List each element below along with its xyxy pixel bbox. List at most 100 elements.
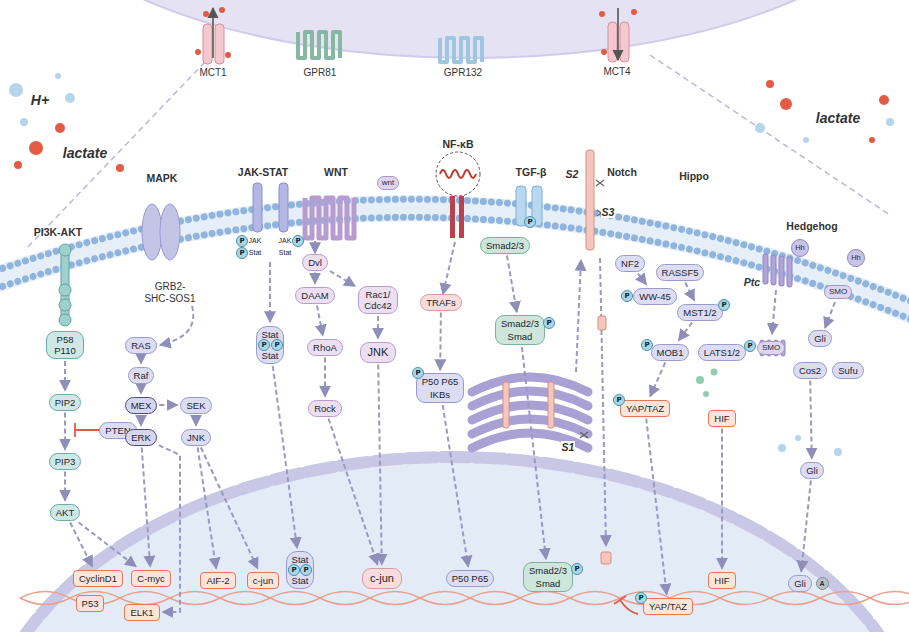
receptor-tag: wnt xyxy=(377,176,399,190)
molecule-box: P50 P65IKBs xyxy=(416,373,464,403)
jak-receptor xyxy=(279,183,288,232)
molecule-box: PIP3 xyxy=(49,453,82,470)
molecule-name: TRAFs xyxy=(426,297,456,308)
signal-arrow xyxy=(324,358,326,397)
lactate-dots xyxy=(766,80,774,88)
notch-receptor xyxy=(598,316,606,330)
pathway-label: WNT xyxy=(324,166,348,178)
molecule-name: Gli xyxy=(806,465,818,476)
molecule-label: H+ xyxy=(31,92,49,108)
molecule-name: ERK xyxy=(131,432,151,443)
cleavage-site-label: S3 xyxy=(601,206,616,218)
blue-dots xyxy=(778,435,842,456)
nucleus xyxy=(0,457,909,632)
molecule-name: c-jun xyxy=(370,572,394,585)
hif-dots xyxy=(696,376,704,384)
receptor-label: MCT4 xyxy=(603,66,630,78)
molecule-name: PIP2 xyxy=(55,397,76,408)
signal-arrow xyxy=(273,366,297,548)
pi3k-receptor xyxy=(59,244,71,326)
lactate-dots xyxy=(14,161,22,169)
blue-dots xyxy=(834,448,842,456)
lactate-dots xyxy=(879,95,889,105)
pathway-label: Hedgehog xyxy=(786,220,837,232)
signal-arrow xyxy=(140,356,142,364)
signal-arrow xyxy=(721,429,723,569)
mapk-receptor xyxy=(142,204,180,260)
molecule-box: NF2 xyxy=(615,255,645,272)
notch-receptor xyxy=(600,258,606,546)
hedgehog-receptor xyxy=(771,255,776,285)
receptor-tag: SMO xyxy=(757,341,785,355)
signal-arrow xyxy=(507,256,517,313)
molecule-box: HIF xyxy=(708,410,735,427)
molecule-name: MST1/2 xyxy=(683,307,716,318)
molecule-name: SEK xyxy=(186,400,205,411)
phospho-mark: P xyxy=(236,247,248,259)
signal-arrow xyxy=(140,386,142,394)
molecule-box: AKT xyxy=(50,504,80,521)
molecule-name: CyclinD1 xyxy=(79,573,117,584)
signal-arrow xyxy=(638,274,646,285)
notch-receptor xyxy=(586,150,594,250)
molecule-name: LATS1/2 xyxy=(704,347,740,358)
nfkb-receptor xyxy=(436,152,480,238)
pathway-label: JAK-STAT xyxy=(238,166,288,178)
receptor-gpr132 xyxy=(440,38,482,62)
pi3k-receptor xyxy=(59,284,71,296)
transporter-mct1 xyxy=(203,24,212,64)
molecule-box: JNK xyxy=(360,342,397,363)
molecule-box: CyclinD1 xyxy=(73,570,123,587)
molecule-box: ERK xyxy=(125,429,157,446)
molecule-name: Smad xyxy=(529,578,567,589)
receptor-label: GPR81 xyxy=(304,67,337,79)
transporter-mct4 xyxy=(608,22,617,62)
transporter-mct4 xyxy=(617,8,619,60)
molecule-box: P58 P110 xyxy=(46,331,84,359)
molecule-box: HIF xyxy=(708,572,735,589)
lactate-dots xyxy=(14,7,889,172)
mapk-receptor xyxy=(142,204,162,260)
molecule-box: Gli xyxy=(808,330,832,347)
blue-dots xyxy=(778,444,786,452)
molecule-name: Cos2 xyxy=(799,365,821,376)
zoom-lines xyxy=(650,55,890,215)
signal-arrow xyxy=(201,448,258,569)
molecule-box: WW-45 xyxy=(633,288,677,305)
nfkb-receptor xyxy=(459,196,464,238)
molecule-box: YAP/TAZ xyxy=(643,598,693,615)
molecule-name: P50 P65 xyxy=(422,376,458,387)
phospho-mark: P xyxy=(571,563,583,575)
molecule-name: ELK1 xyxy=(130,607,153,618)
molecule-name: AKT xyxy=(56,507,74,518)
pathway-label: Hippo xyxy=(679,170,709,182)
molecule-name: MEX xyxy=(131,400,152,411)
signal-arrow xyxy=(679,323,693,341)
molecule-box: MEX xyxy=(125,397,158,414)
molecule-name: Gli xyxy=(794,578,806,589)
molecule-name: Raf xyxy=(134,370,149,381)
signal-arrow xyxy=(198,448,217,569)
phospho-mark: P xyxy=(258,339,270,351)
molecule-box: P53 xyxy=(76,595,105,612)
molecule-box: Sufu xyxy=(832,362,864,379)
molecule-name: P58 P110 xyxy=(52,334,78,356)
molecule-box: Cos2 xyxy=(793,362,827,379)
molecule-name: IKBs xyxy=(422,389,458,400)
molecule-box: Gli xyxy=(788,575,812,592)
molecule-box: Smad2/3Smad xyxy=(523,562,573,592)
signal-arrow xyxy=(317,306,323,336)
nfkb-receptor xyxy=(440,170,476,178)
molecule-name: Rock xyxy=(314,403,336,414)
molecule-name: JNK xyxy=(187,432,205,443)
notch-receptor xyxy=(576,260,581,372)
molecule-name: YAP/TAZ xyxy=(649,601,687,612)
signal-arrow xyxy=(140,416,142,426)
cleavage-site-label: S2 xyxy=(566,168,579,180)
phospho-mark: P xyxy=(744,340,756,352)
molecule-name: c-jun xyxy=(253,575,274,586)
hif-dots xyxy=(703,391,709,397)
phospho-mark: P xyxy=(621,290,633,302)
